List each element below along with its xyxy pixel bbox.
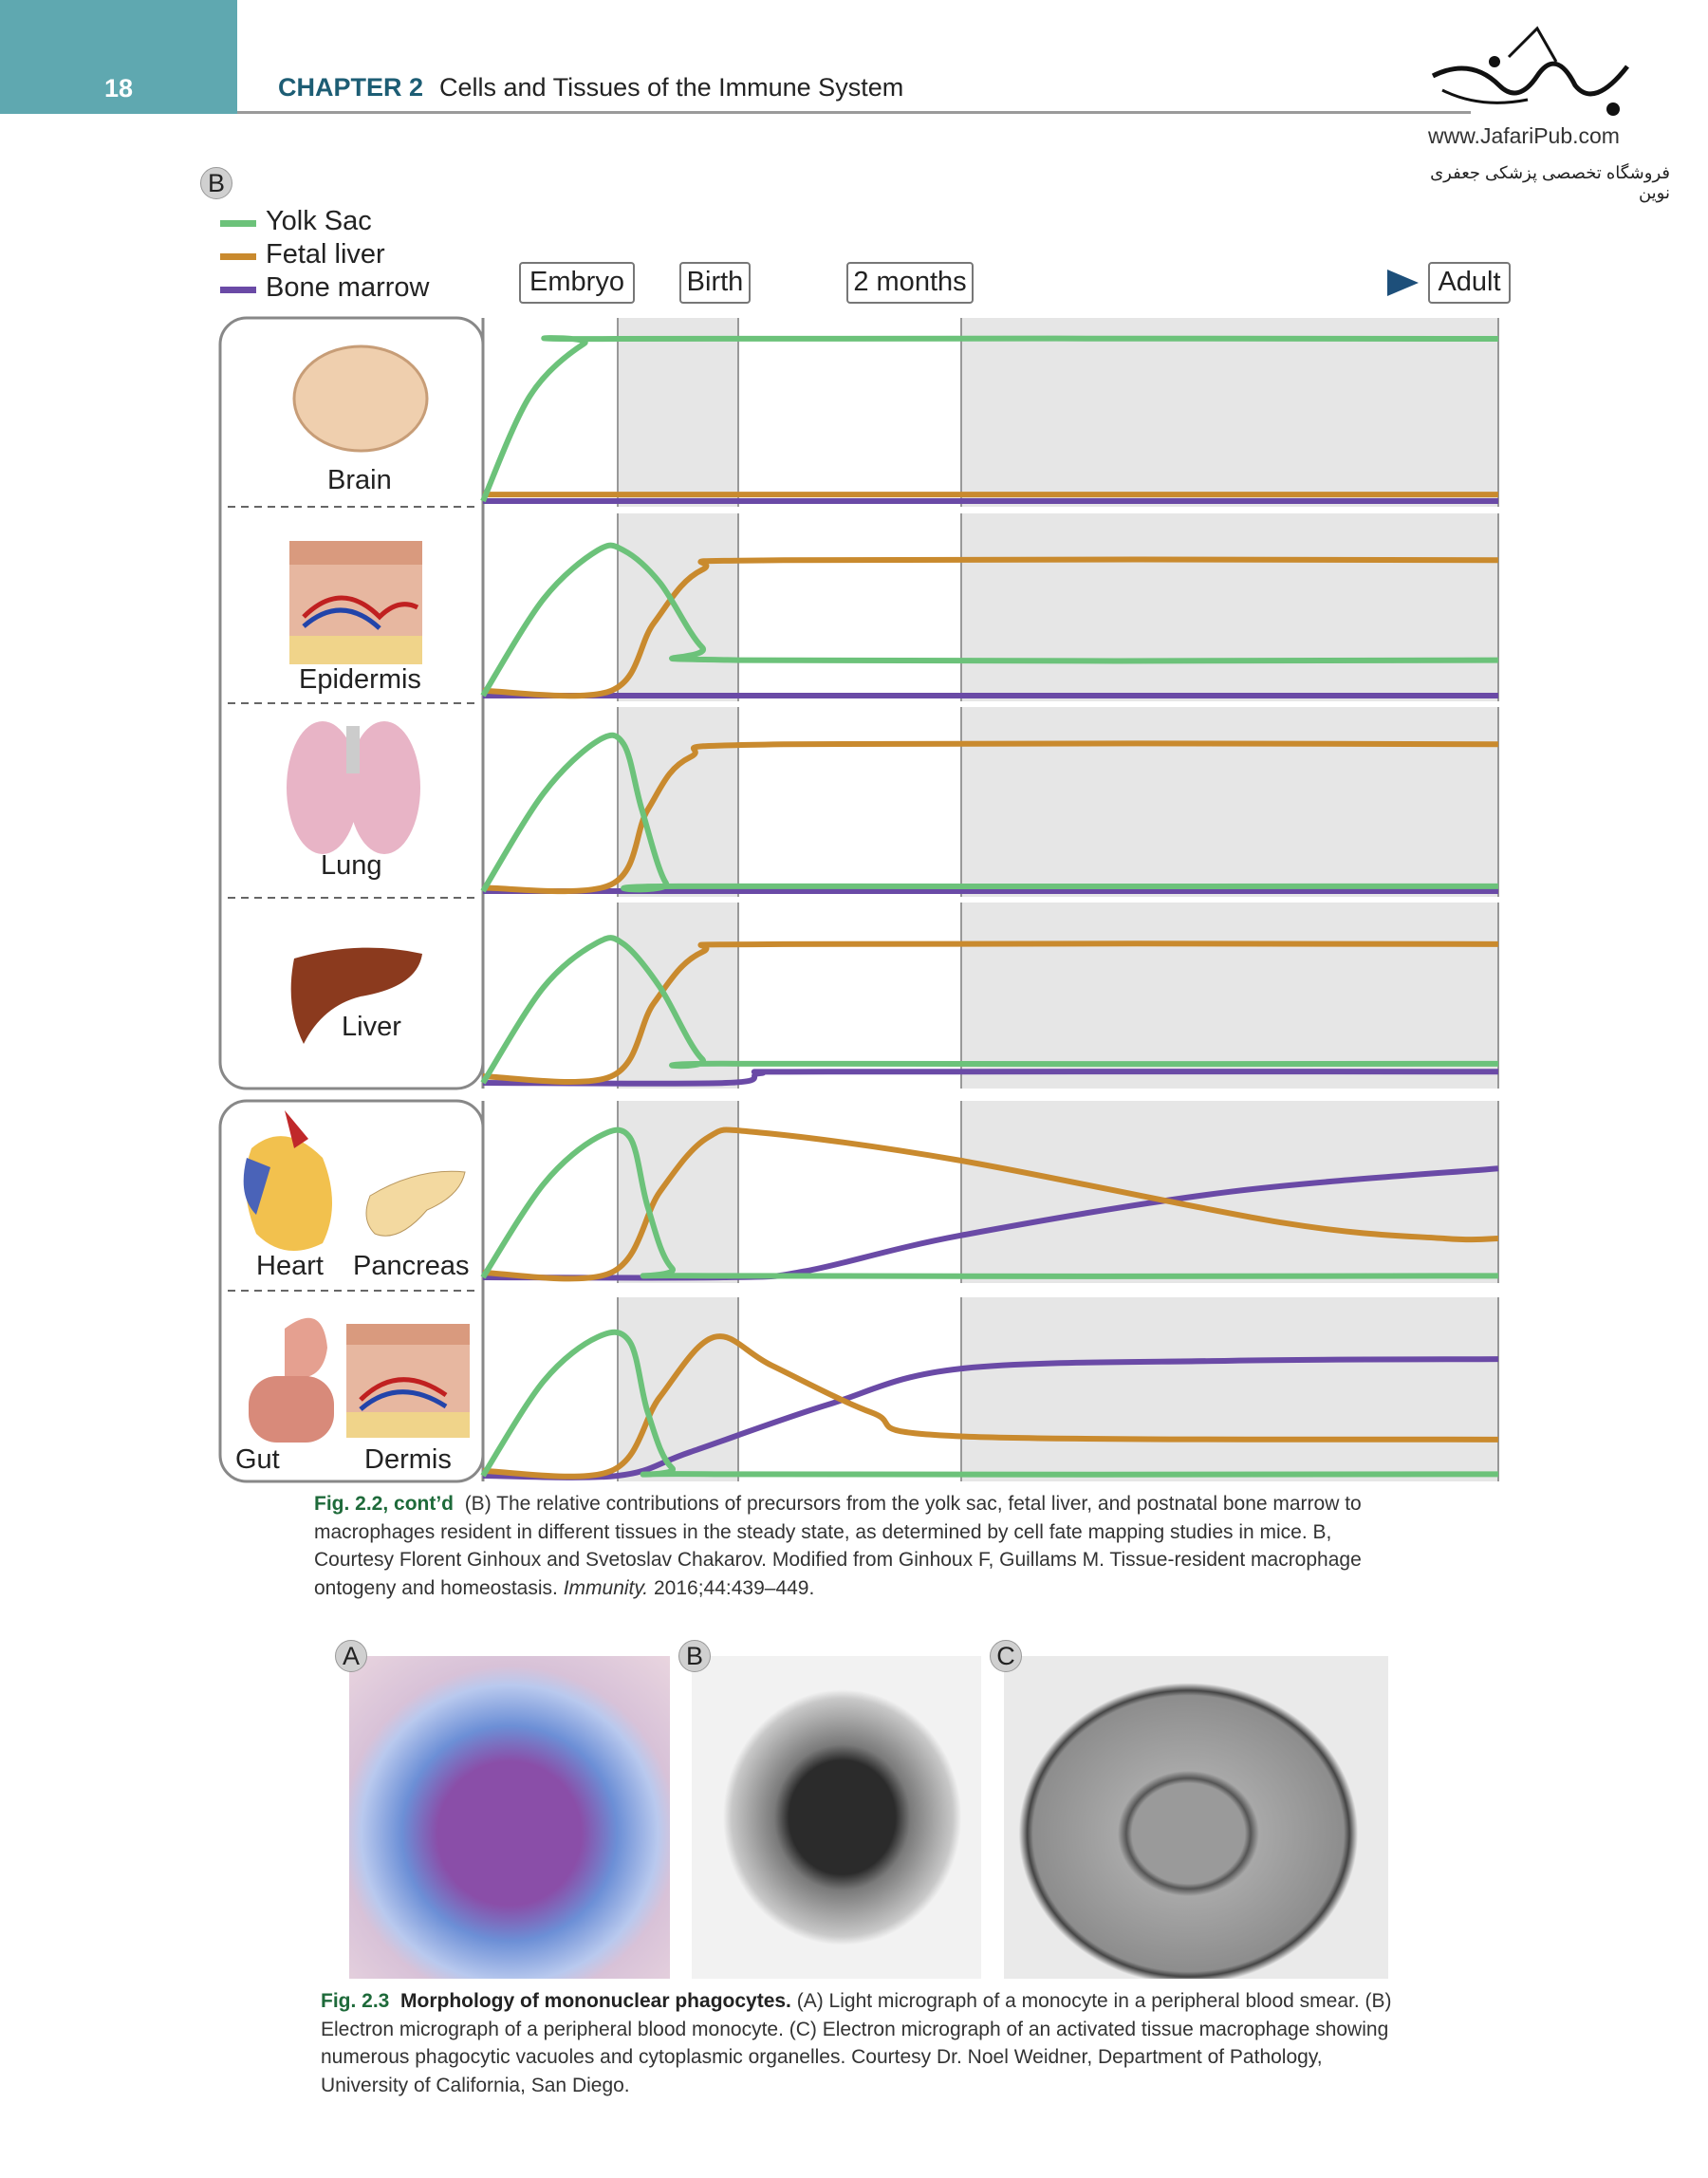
- legend-yolk-sac: Yolk Sac: [266, 206, 372, 236]
- period-band: [961, 318, 1498, 507]
- micrograph-label-b: B: [678, 1640, 711, 1672]
- chapter-label: CHAPTER 2: [278, 73, 424, 102]
- micrograph-b-monocyte-em: [692, 1656, 981, 1979]
- timeline-embryo: Embryo: [519, 262, 635, 304]
- brain-icon: [292, 344, 429, 453]
- bone-series-line: [482, 1356, 1499, 1480]
- page-number: 18: [103, 74, 134, 102]
- caption-journal: Immunity.: [563, 1576, 649, 1599]
- caption-text: (A) Light micrograph of a monocyte in a …: [321, 1990, 1392, 2096]
- caption-text: (B) The relative contributions of precur…: [314, 1493, 1362, 1599]
- micrograph-label-c: C: [990, 1640, 1022, 1672]
- period-band: [618, 903, 738, 1089]
- caption-title: Morphology of mononuclear phagocytes.: [400, 1990, 791, 2012]
- caption-label: Fig. 2.3: [321, 1990, 390, 2012]
- micrograph-label-a: A: [335, 1640, 367, 1672]
- figure-2-3-caption: Fig. 2.3 Morphology of mononuclear phago…: [321, 1987, 1402, 2099]
- fetal-series-line: [482, 940, 1499, 1086]
- publisher-shop-name: فروشگاه تخصصی پزشکی جعفری نوین: [1430, 163, 1670, 202]
- yolk-series-line: [480, 542, 1499, 698]
- fetal-series-line: [482, 1126, 1499, 1282]
- liver-icon: [290, 947, 422, 1044]
- fetal-series-line: [482, 1333, 1499, 1480]
- lung-icon: [287, 721, 420, 854]
- yolk-series-line: [480, 1126, 1499, 1279]
- publisher-url: www.JafariPub.com: [1428, 123, 1620, 148]
- timeline-arrow-head-icon: [1387, 270, 1419, 296]
- yolk-series-line: [480, 935, 1499, 1085]
- dermis-block-icon: [346, 1324, 470, 1438]
- header-rule: [237, 111, 1471, 114]
- gut-icon: [249, 1317, 334, 1443]
- organ-group-2-frame: [218, 1099, 485, 1483]
- period-band: [961, 513, 1498, 701]
- period-band: [618, 1297, 738, 1481]
- skin-block-icon: [289, 541, 422, 664]
- micrograph-a-monocyte: [349, 1656, 670, 1979]
- chapter-title: Cells and Tissues of the Immune System: [439, 73, 904, 102]
- organ-label-dermis: Dermis: [364, 1444, 452, 1475]
- organ-label-epidermis: Epidermis: [299, 664, 421, 695]
- fetal-series-line: [482, 740, 1499, 895]
- timeline-adult: Adult: [1428, 262, 1511, 304]
- figure-2-2-caption: Fig. 2.2, cont’d (B) The relative contri…: [314, 1490, 1396, 1602]
- yolk-series-line: [480, 1329, 1499, 1478]
- legend-fetal-liver: Fetal liver: [266, 239, 385, 270]
- panel-label-b: B: [200, 167, 232, 199]
- caption-citation: 2016;44:439–449.: [648, 1576, 815, 1599]
- period-band: [961, 903, 1498, 1089]
- organ-group-1-frame: [218, 316, 485, 1090]
- organ-label-liver: Liver: [342, 1012, 401, 1042]
- legend-bone-marrow: Bone marrow: [266, 272, 430, 303]
- organ-label-brain: Brain: [327, 465, 392, 495]
- pancreas-icon: [365, 1170, 466, 1237]
- page-number-tab: [0, 0, 237, 114]
- yolk-series-line: [480, 335, 1499, 503]
- timeline-2-months: 2 months: [846, 262, 974, 304]
- period-band: [961, 1297, 1498, 1481]
- yolk-series-line: [480, 732, 1499, 893]
- period-band: [618, 707, 738, 897]
- period-band: [961, 707, 1498, 897]
- organ-label-gut: Gut: [235, 1444, 280, 1475]
- timeline-birth: Birth: [679, 262, 751, 304]
- period-band: [618, 318, 738, 507]
- organ-label-heart: Heart: [256, 1251, 324, 1281]
- legend-swatch-bone: [220, 287, 256, 293]
- bone-series-line: [482, 1069, 1499, 1087]
- legend-swatch-yolk: [220, 220, 256, 227]
- organ-label-pancreas: Pancreas: [353, 1251, 470, 1281]
- organ-label-lung: Lung: [321, 850, 382, 881]
- heart-icon: [243, 1110, 332, 1251]
- caption-label: Fig. 2.2, cont’d: [314, 1493, 455, 1515]
- micrograph-c-macrophage-em: [1004, 1656, 1388, 1979]
- ontogeny-chart: [218, 270, 1499, 1483]
- legend-swatch-fetal: [220, 253, 256, 260]
- publisher-logo-icon: [1431, 26, 1629, 116]
- fetal-series-line: [482, 556, 1499, 699]
